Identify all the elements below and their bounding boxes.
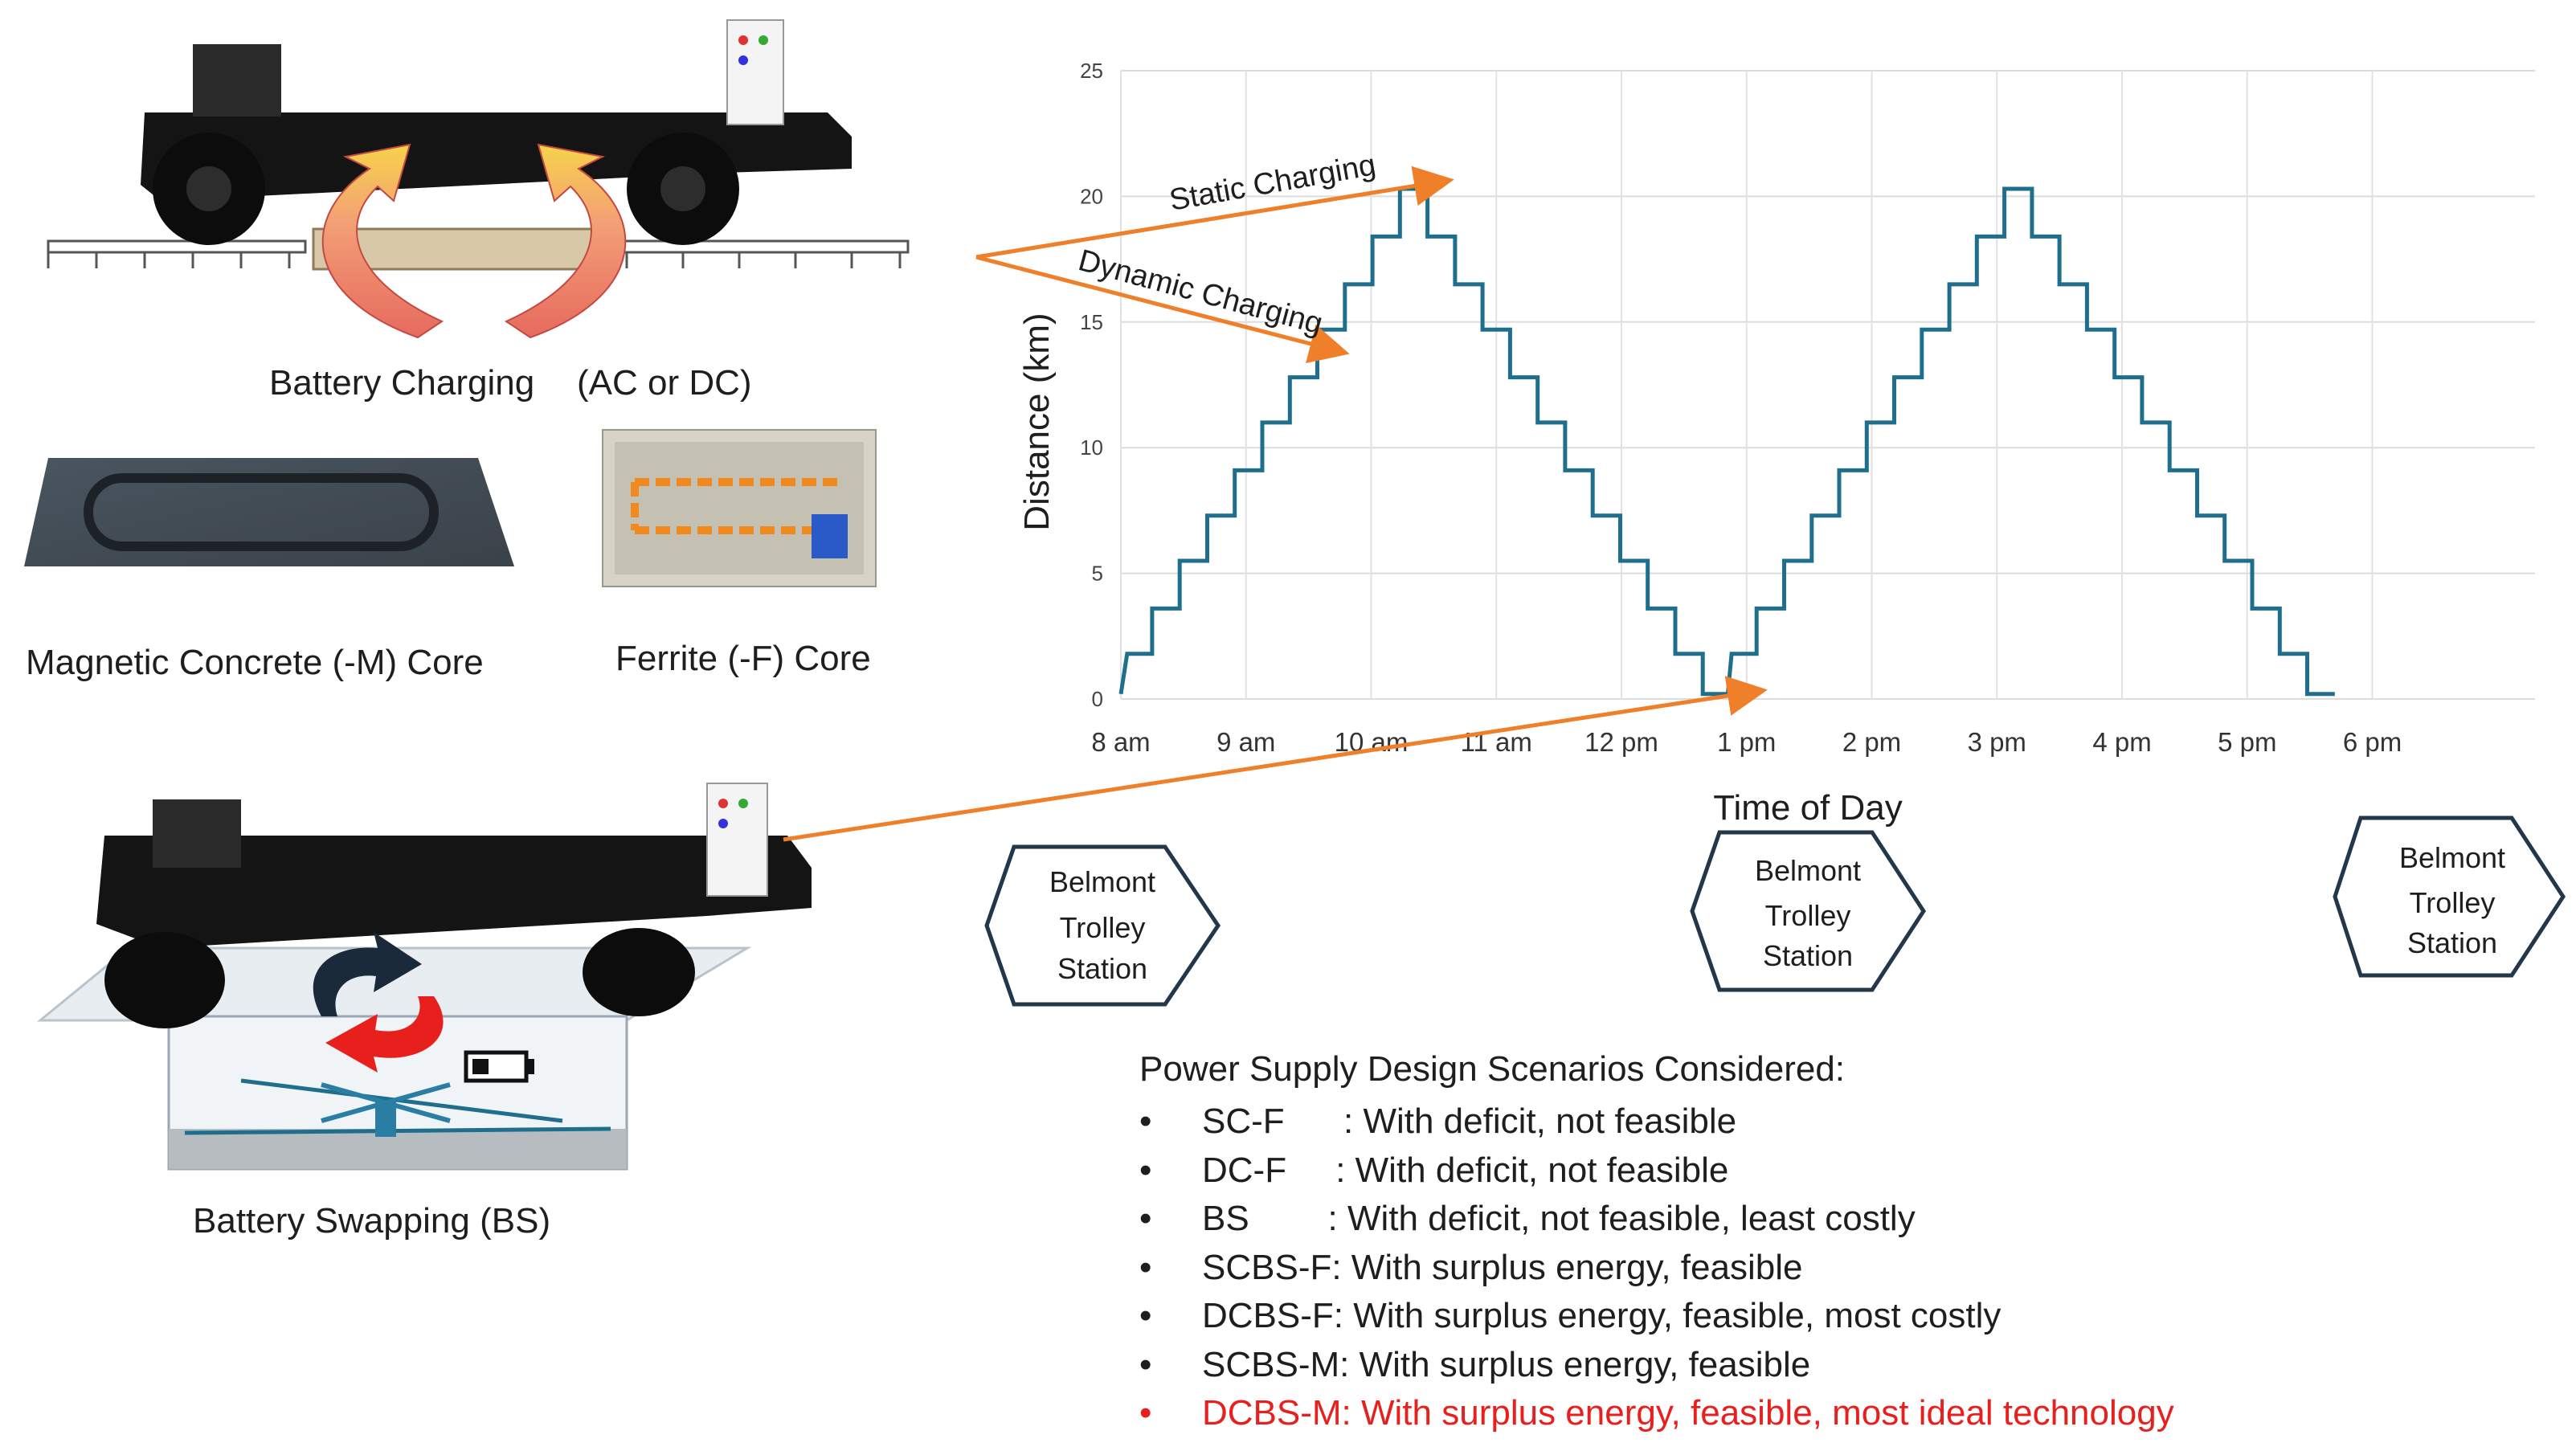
x-tick-label: 5 pm xyxy=(2218,727,2276,757)
battery-charging-caption: Battery Charging xyxy=(269,363,535,403)
x-tick-label: 2 pm xyxy=(1842,727,1901,757)
control-box xyxy=(726,19,784,125)
ferrite-core-image xyxy=(602,429,877,587)
magnetic-concrete-core-image xyxy=(24,458,514,566)
scenario-item: • DCBS-F: With surplus energy, feasible, … xyxy=(1139,1292,2174,1341)
ac-dc-caption: (AC or DC) xyxy=(577,363,752,403)
charging-vehicle-illustration xyxy=(47,19,910,339)
swap-arrow-icon xyxy=(313,932,422,1016)
scenario-text: SCBS-M: With surplus energy, feasible xyxy=(1202,1344,1811,1384)
motor-unit xyxy=(193,44,281,116)
energy-flow-arrow-left xyxy=(321,143,444,339)
station-name-line: Station xyxy=(1057,952,1147,985)
station-name-line: Trolley xyxy=(1060,911,1146,944)
x-tick-label: 3 pm xyxy=(1968,727,2026,757)
scenarios-list: • SC-F : With deficit, not feasible • DC-F … xyxy=(1139,1098,2174,1438)
station-hexagon: Belmont Trolley Station xyxy=(984,844,1221,1007)
scenario-item: • DC-F : With deficit, not feasible xyxy=(1139,1147,2174,1196)
scenario-item: • SC-F : With deficit, not feasible xyxy=(1139,1098,2174,1147)
bullet-icon: • xyxy=(1139,1296,1152,1335)
scenarios-title: Power Supply Design Scenarios Considered… xyxy=(1139,1049,1846,1089)
x-tick-label: 9 am xyxy=(1216,727,1275,757)
chart-y-axis-label: Distance (km) xyxy=(1017,313,1057,530)
y-tick-label: 10 xyxy=(1080,435,1103,460)
y-tick-label: 20 xyxy=(1080,184,1103,208)
bullet-icon: • xyxy=(1139,1102,1152,1141)
static-charging-arrow xyxy=(975,166,1454,260)
station-name-line: Station xyxy=(1763,939,1853,972)
x-tick-label: 8 am xyxy=(1091,727,1150,757)
y-tick-label: 0 xyxy=(1092,687,1103,711)
dynamic-charging-arrow xyxy=(975,255,1350,364)
scenario-text: DCBS-F: With surplus energy, feasible, m… xyxy=(1202,1296,2002,1335)
station-hexagon: Belmont Trolley Station xyxy=(2333,815,2566,978)
station-name-line: Trolley xyxy=(1765,899,1851,932)
scenario-text: SCBS-F: With surplus energy, feasible xyxy=(1202,1247,1803,1287)
swap-arrow-icon xyxy=(325,996,444,1073)
ferrite-core-caption: Ferrite (-F) Core xyxy=(615,639,871,678)
station-name-line: Station xyxy=(2407,926,2497,959)
x-tick-label: 4 pm xyxy=(2092,727,2151,757)
station-name-line: Trolley xyxy=(2410,886,2496,919)
wheel xyxy=(104,932,225,1028)
station-name-line: Belmont xyxy=(2399,841,2505,874)
bullet-icon: • xyxy=(1139,1344,1152,1384)
station-name-line: Belmont xyxy=(1049,865,1155,898)
scenario-item: • DCBS-M: With surplus energy, feasible, … xyxy=(1139,1389,2174,1438)
station-hexagon: Belmont Trolley Station xyxy=(1690,830,1926,992)
distance-series-line xyxy=(1118,186,2335,697)
scenario-item: • SCBS-F: With surplus energy, feasible xyxy=(1139,1244,2174,1293)
y-tick-label: 15 xyxy=(1080,310,1103,334)
scenario-item: • SCBS-M: With surplus energy, feasible xyxy=(1139,1341,2174,1390)
swapping-vehicle-illustration xyxy=(36,783,812,1171)
energy-flow-arrow-right xyxy=(504,143,627,339)
magnetic-core-caption: Magnetic Concrete (-M) Core xyxy=(26,643,484,682)
station-name-line: Belmont xyxy=(1755,854,1861,887)
chart-x-axis-label: Time of Day xyxy=(1713,788,1903,828)
scenario-item: • BS : With deficit, not feasible, least … xyxy=(1139,1195,2174,1244)
rail-track xyxy=(47,239,910,268)
bullet-icon: • xyxy=(1139,1247,1152,1287)
x-tick-label: 6 pm xyxy=(2343,727,2402,757)
x-tick-label: 12 pm xyxy=(1584,727,1658,757)
scenario-text: DC-F : With deficit, not feasible xyxy=(1202,1150,1729,1190)
bullet-icon: • xyxy=(1139,1393,1152,1433)
swapping-arrow xyxy=(783,676,1768,842)
y-tick-label: 5 xyxy=(1092,562,1103,586)
scenario-text: DCBS-M: With surplus energy, feasible, m… xyxy=(1202,1393,2174,1433)
chart-y-ticks: 0 5 10 15 20 25 xyxy=(1080,59,1103,711)
x-tick-label: 1 pm xyxy=(1717,727,1776,757)
bullet-icon: • xyxy=(1139,1150,1152,1190)
bullet-icon: • xyxy=(1139,1199,1152,1238)
scenario-text: BS : With deficit, not feasible, least c… xyxy=(1202,1199,1916,1238)
y-tick-label: 25 xyxy=(1080,59,1103,83)
wheel xyxy=(583,928,695,1016)
battery-swapping-caption: Battery Swapping (BS) xyxy=(193,1201,551,1241)
scenario-text: SC-F : With deficit, not feasible xyxy=(1202,1102,1737,1141)
